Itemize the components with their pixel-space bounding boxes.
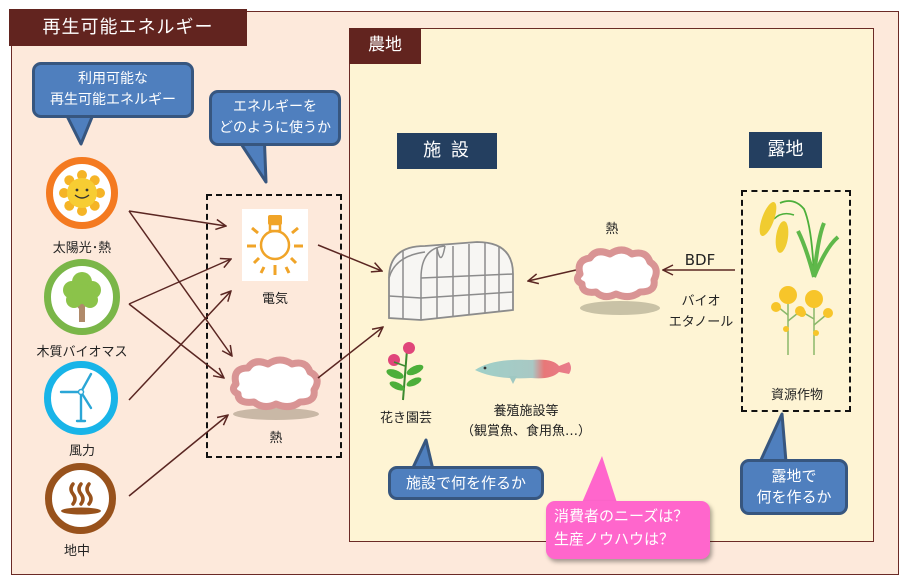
arrow-electricity-to-greenhouse bbox=[317, 244, 382, 271]
sun-icon bbox=[59, 170, 105, 216]
arrow-geothermal-to-heat bbox=[128, 415, 228, 497]
grain-icon bbox=[759, 200, 840, 278]
callout-line: どのように使うか bbox=[219, 120, 331, 136]
callout-tail bbox=[758, 412, 788, 464]
wind-label: 風力 bbox=[68, 444, 95, 459]
aquaculture-label: 養殖施設等 bbox=[493, 404, 559, 419]
arrow-biomass-to-heat bbox=[128, 303, 224, 378]
greenhouse-icon bbox=[388, 241, 514, 321]
callout-line: 何を作るか bbox=[756, 488, 832, 506]
arrow-wind-to-electricity bbox=[128, 291, 231, 401]
arrow-solar-to-electricity bbox=[128, 210, 226, 226]
bdf-label: BDF bbox=[684, 251, 716, 269]
arrow-biomass-to-electricity bbox=[128, 259, 231, 305]
electricity-use bbox=[242, 209, 308, 281]
heat-cloud-icon bbox=[229, 356, 321, 420]
heat-label: 熱 bbox=[269, 431, 283, 446]
callout-open-field-what: 露地で 何を作るか bbox=[740, 459, 848, 515]
farmland-title: 農地 bbox=[349, 28, 421, 64]
rapeseed-flower-icon bbox=[771, 286, 833, 355]
flower-label: 花き園芸 bbox=[379, 411, 432, 426]
bioethanol-label: バイオ エタノール bbox=[666, 291, 736, 333]
arrow-solar-to-heat bbox=[128, 210, 232, 356]
biomass-source bbox=[44, 259, 120, 335]
arrow-heat-to-greenhouse-right bbox=[528, 269, 577, 281]
callout-facility-what: 施設で何を作るか bbox=[388, 466, 544, 500]
bioethanol-line: バイオ bbox=[681, 294, 721, 309]
renewable-energy-title: 再生可能エネルギー bbox=[9, 9, 247, 46]
callout-line: エネルギーを bbox=[233, 99, 317, 115]
resource-crops-box bbox=[741, 190, 851, 412]
callout-line: 再生可能エネルギー bbox=[50, 92, 176, 108]
hot-spring-icon bbox=[61, 482, 101, 515]
wind-turbine-icon bbox=[59, 372, 93, 423]
aquaculture-sublabel: （観賞魚、食用魚…） bbox=[460, 424, 591, 439]
callout-available-energy: 利用可能な 再生可能エネルギー bbox=[32, 62, 194, 118]
callout-line: 生産ノウハウは？ bbox=[554, 530, 675, 548]
solar-source bbox=[46, 157, 118, 229]
flower-icon bbox=[386, 342, 424, 401]
bioethanol-line: エタノール bbox=[668, 315, 734, 330]
callout-consumer-needs: 消費者のニーズは？ 生産ノウハウは？ bbox=[546, 501, 710, 559]
geothermal-source bbox=[45, 463, 116, 534]
heat-label-right: 熱 bbox=[605, 222, 619, 237]
open-field-label: 露地 bbox=[749, 132, 822, 168]
arrow-heat-to-greenhouse bbox=[317, 327, 383, 379]
callout-line: 利用可能な bbox=[78, 71, 148, 87]
geothermal-label: 地中 bbox=[63, 544, 90, 559]
solar-label: 太陽光･熱 bbox=[52, 241, 112, 256]
facility-label: 施 設 bbox=[397, 133, 497, 169]
light-bulb-icon bbox=[247, 215, 303, 275]
callout-how-to-use: エネルギーを どのように使うか bbox=[209, 90, 341, 146]
fish-icon bbox=[475, 359, 571, 384]
tree-icon bbox=[63, 272, 101, 322]
heat-cloud-icon bbox=[573, 246, 660, 315]
biomass-label: 木質バイオマス bbox=[36, 345, 128, 360]
energy-use-box bbox=[206, 194, 342, 458]
resource-crops-label: 資源作物 bbox=[770, 388, 823, 403]
wind-source bbox=[44, 361, 118, 435]
callout-line: 消費者のニーズは？ bbox=[554, 507, 689, 525]
callout-line: 露地で bbox=[771, 467, 817, 485]
callout-tail bbox=[578, 456, 620, 512]
electricity-label: 電気 bbox=[261, 292, 288, 307]
